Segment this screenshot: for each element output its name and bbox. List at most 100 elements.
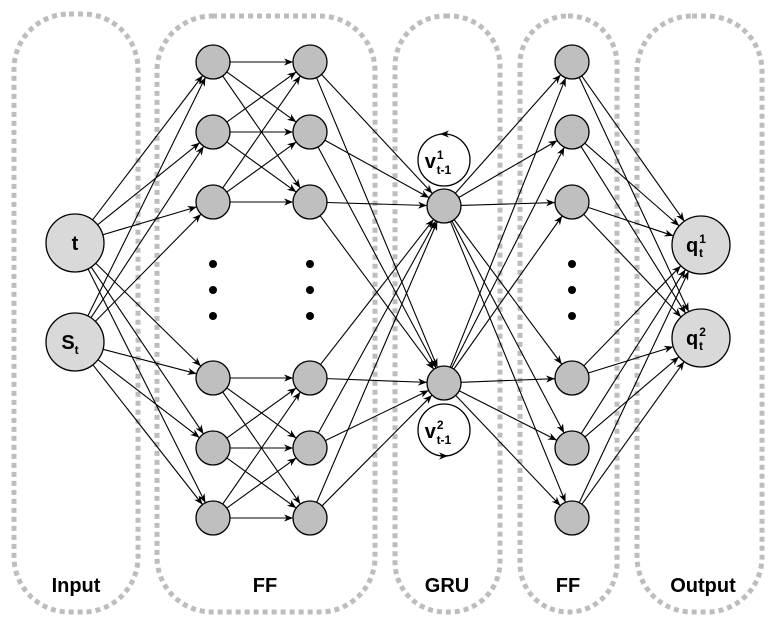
nodes xyxy=(195,44,590,536)
ff1b-hidden-node xyxy=(292,184,328,220)
ellipsis-dot xyxy=(568,260,576,268)
connection-edge xyxy=(94,213,202,322)
input-node-s: St xyxy=(45,312,105,372)
connection-edge xyxy=(316,77,438,368)
ff2-hidden-node xyxy=(554,500,590,536)
s-label: St xyxy=(61,332,78,357)
connection-edge xyxy=(95,262,202,367)
connections xyxy=(87,58,690,522)
connection-edge xyxy=(102,348,197,375)
ellipsis-dot xyxy=(568,286,576,294)
connection-edge xyxy=(321,394,433,507)
connection-edge xyxy=(102,205,197,236)
gru-panel xyxy=(392,13,503,615)
connection-edge xyxy=(92,75,204,221)
ff2-hidden-node xyxy=(554,430,590,466)
ff1b-hidden-node xyxy=(292,44,328,80)
t-label: t xyxy=(72,233,79,255)
connection-edge xyxy=(226,387,297,439)
connection-edge xyxy=(581,361,685,505)
ellipsis-dot xyxy=(306,312,314,320)
ff1-hidden-node xyxy=(195,360,231,396)
connection-edge xyxy=(326,201,428,209)
connection-edge xyxy=(222,391,301,505)
ff1-hidden-node xyxy=(195,184,231,220)
connection-edge xyxy=(326,378,428,386)
connection-edge xyxy=(451,146,565,369)
ff1-panel xyxy=(154,13,378,615)
connection-edge xyxy=(226,457,297,509)
ff2-hidden-node xyxy=(554,114,590,150)
connection-edge xyxy=(584,142,680,227)
connection-edge xyxy=(317,220,437,434)
connection-edge xyxy=(581,75,685,222)
connection-edge xyxy=(92,364,203,505)
connection-edge xyxy=(226,71,297,123)
connection-edge xyxy=(453,215,563,370)
input-label: Input xyxy=(52,575,101,597)
ff1b-hidden-node xyxy=(292,360,328,396)
connection-edge xyxy=(449,221,567,503)
gru-hidden-node xyxy=(426,188,462,224)
connection-edge xyxy=(454,74,562,194)
connection-edge xyxy=(325,389,429,442)
connection-edge xyxy=(455,394,561,507)
ff1b-hidden-node xyxy=(292,114,328,150)
connection-edge xyxy=(584,356,680,438)
connection-edge xyxy=(90,145,205,319)
ff1b-hidden-node xyxy=(292,500,328,536)
connection-edge xyxy=(583,213,682,318)
connection-edge xyxy=(580,146,687,314)
connection-edge xyxy=(588,345,674,374)
ff2-panel xyxy=(517,13,620,615)
connection-edge xyxy=(458,390,558,441)
connection-edge xyxy=(451,220,565,434)
connection-edge xyxy=(583,265,682,367)
connection-edge xyxy=(458,140,558,198)
output-label: Output xyxy=(670,575,736,597)
connection-edge xyxy=(587,206,674,237)
ff1-hidden-node xyxy=(195,114,231,150)
connection-edge xyxy=(97,142,201,226)
ellipsis-dot xyxy=(209,312,217,320)
connection-edge xyxy=(316,221,438,503)
input-panel xyxy=(11,11,141,615)
gru-label: GRU xyxy=(425,575,469,597)
connection-edge xyxy=(222,75,301,189)
ellipsis-dot xyxy=(306,286,314,294)
connection-edge xyxy=(90,266,204,435)
ff1-hidden-node xyxy=(195,44,231,80)
connection-edge xyxy=(226,141,297,193)
ff1-hidden-node xyxy=(195,430,231,466)
connection-edge xyxy=(87,268,206,504)
connection-edge xyxy=(320,219,434,365)
ff1b-hidden-node xyxy=(292,430,328,466)
connection-edge xyxy=(460,199,556,207)
connection-edge xyxy=(449,77,567,368)
ellipsis-dot xyxy=(209,286,217,294)
connection-edge xyxy=(97,359,200,439)
ellipsis-dot xyxy=(306,260,314,268)
ff1-hidden-node xyxy=(195,500,231,536)
connection-edge xyxy=(580,269,686,434)
connection-edge xyxy=(460,375,556,383)
connection-edge xyxy=(321,74,433,194)
connection-edge xyxy=(578,77,690,312)
connection-edge xyxy=(324,139,430,199)
gru-hidden-node xyxy=(426,365,462,401)
connection-edge xyxy=(317,146,437,369)
input-node-t: t xyxy=(45,213,105,273)
connection-edge xyxy=(578,270,690,503)
ff2-hidden-node xyxy=(554,360,590,396)
ellipsis-dot xyxy=(209,260,217,268)
output-panel xyxy=(634,13,765,615)
